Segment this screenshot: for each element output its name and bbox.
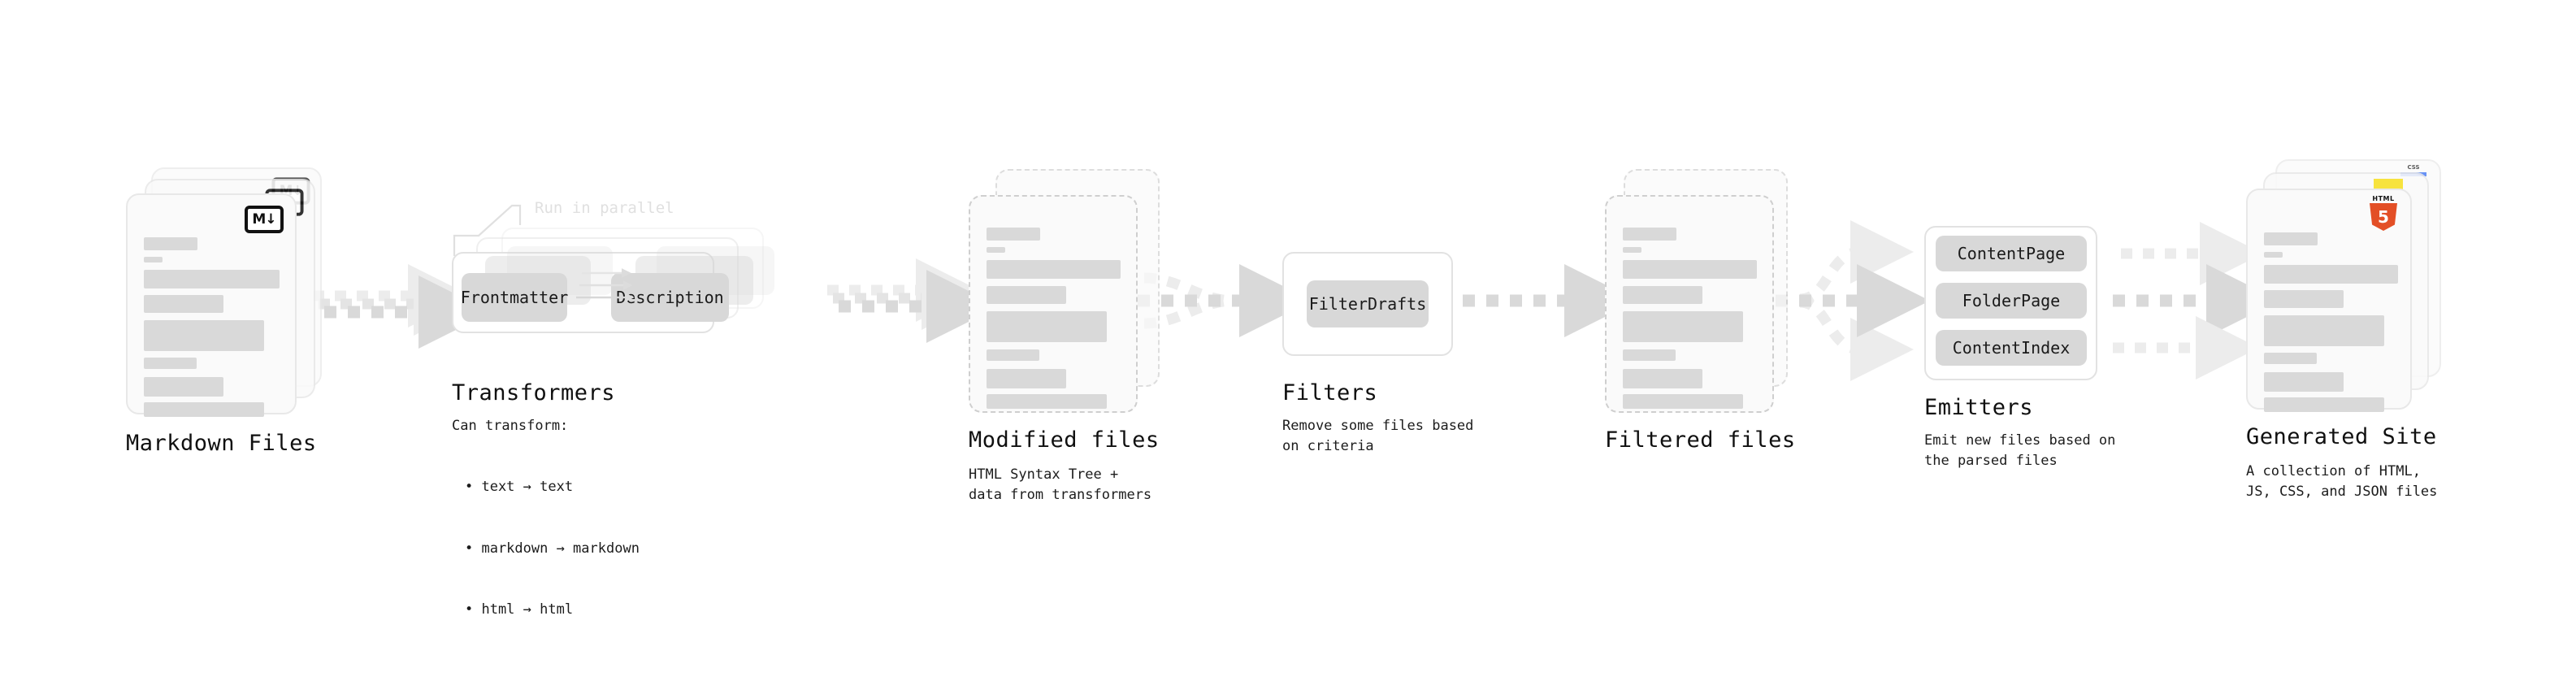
stage-title-generated-site: Generated Site	[2246, 424, 2437, 449]
stage-title-transformers: Transformers	[452, 380, 616, 406]
skeleton-bar	[144, 358, 197, 369]
skeleton-bar	[987, 311, 1107, 342]
modified-file-front[interactable]	[969, 195, 1138, 413]
markdown-icon: M↓	[245, 206, 284, 233]
skeleton-bar	[1623, 369, 1702, 388]
arrow-transformers-to-modified	[827, 258, 1000, 343]
stage-title-filters: Filters	[1282, 380, 1378, 406]
run-in-parallel-bracket	[453, 204, 522, 256]
stage-title-markdown-files: Markdown Files	[126, 431, 317, 456]
arrow-filtered-to-emitters	[1776, 220, 1930, 381]
generated-site-subtitle: A collection of HTML, JS, CSS, and JSON …	[2246, 463, 2438, 500]
skeleton-bar	[144, 270, 280, 288]
modified-files-subtitle: HTML Syntax Tree + data from transformer…	[969, 466, 1152, 503]
markdown-file-front[interactable]: M↓	[126, 193, 297, 417]
skeleton-bar	[144, 295, 223, 313]
arrow-emitters-to-site	[2113, 222, 2279, 380]
skeleton-bar	[987, 394, 1107, 409]
skeleton-bar	[2264, 290, 2344, 308]
filters-subtitle: Remove some files based on criteria	[1282, 418, 1474, 454]
emitter-chip-folderpage[interactable]: FolderPage	[1936, 283, 2087, 319]
skeleton-bar	[1623, 311, 1743, 342]
skeleton-bar	[1623, 260, 1757, 279]
skeleton-bar	[2264, 232, 2318, 245]
transformer-chip-frontmatter[interactable]: Frontmatter	[461, 273, 568, 322]
css3-icon-label: CSS	[2407, 164, 2420, 171]
html5-icon-shield	[2370, 203, 2397, 231]
emitter-chip-contentpage[interactable]: ContentPage	[1936, 236, 2087, 271]
filtered-file-front[interactable]	[1605, 195, 1774, 413]
skeleton-bar	[2264, 397, 2384, 412]
transformers-bullet-text: • text → text	[465, 479, 574, 496]
skeleton-bar	[2264, 353, 2317, 364]
skeleton-bar	[1623, 394, 1743, 409]
skeleton-bar	[987, 286, 1066, 304]
skeleton-bar	[144, 377, 223, 397]
skeleton-bar	[1623, 228, 1676, 241]
skeleton-bar	[987, 260, 1121, 279]
skeleton-bar	[2264, 372, 2344, 392]
skeleton-bar	[987, 369, 1066, 388]
skeleton-bar	[144, 402, 264, 417]
skeleton-bar	[1623, 349, 1676, 361]
skeleton-bar	[1623, 247, 1641, 253]
skeleton-bar	[987, 247, 1005, 253]
skeleton-bar	[987, 349, 1039, 361]
transformer-inner-arrows	[576, 268, 635, 302]
stage-title-modified-files: Modified files	[969, 427, 1160, 453]
stage-title-emitters: Emitters	[1924, 395, 2034, 420]
html5-icon-label: HTML	[2372, 195, 2395, 202]
skeleton-bar	[144, 237, 197, 250]
skeleton-bar	[1623, 286, 1702, 304]
skeleton-bar	[2264, 252, 2283, 258]
filter-chip-filterdrafts[interactable]: FilterDrafts	[1307, 280, 1429, 327]
html5-icon: HTML	[2368, 195, 2399, 231]
transformers-bullet-markdown: • markdown → markdown	[465, 540, 640, 557]
emitters-subtitle: Emit new files based on the parsed files	[1924, 432, 2116, 469]
arrow-markdown-to-transformers	[313, 264, 492, 349]
transformers-bullets: • text → text • markdown → markdown • ht…	[465, 436, 640, 661]
skeleton-bar	[2264, 315, 2384, 346]
skeleton-bar	[144, 320, 264, 351]
stage-title-filtered-files: Filtered files	[1605, 427, 1796, 453]
transformers-bullet-html: • html → html	[465, 601, 574, 618]
emitter-chip-contentindex[interactable]: ContentIndex	[1936, 330, 2087, 366]
skeleton-bar	[2264, 265, 2398, 284]
annotation-run-in-parallel: Run in parallel	[535, 199, 674, 217]
generated-file-front[interactable]: HTML	[2246, 189, 2412, 412]
transformers-subtitle-heading: Can transform:	[452, 418, 569, 434]
skeleton-bar	[144, 257, 163, 262]
skeleton-bar	[987, 228, 1040, 241]
